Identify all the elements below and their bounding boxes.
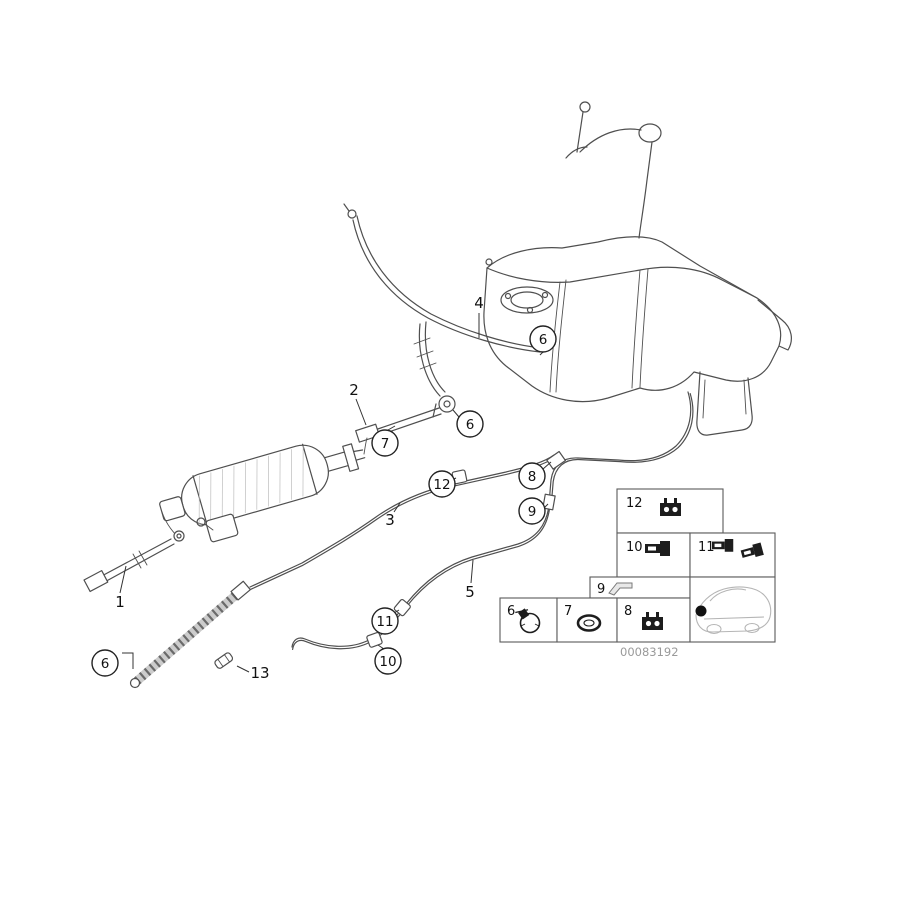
callout-7[interactable]: 7	[371, 425, 399, 457]
connector-pair-icon	[712, 539, 764, 558]
label-13[interactable]: 13	[236, 664, 270, 682]
callout-12[interactable]: 12	[428, 470, 457, 498]
fuel-tank-drawing	[483, 101, 792, 436]
svg-text:9: 9	[597, 582, 605, 597]
svg-text:6: 6	[539, 332, 548, 348]
grommet-icon	[576, 614, 602, 632]
braided-hose	[129, 580, 251, 689]
svg-text:11: 11	[698, 540, 715, 555]
pipe-clip-icon	[642, 612, 663, 630]
clip-13-part	[214, 652, 234, 669]
svg-text:8: 8	[624, 604, 632, 619]
hose-clamp-icon	[515, 608, 541, 634]
connector-icon	[645, 541, 670, 556]
svg-text:6: 6	[101, 656, 110, 672]
svg-text:10: 10	[626, 540, 643, 555]
watermark-part-number: 00083192	[620, 645, 679, 659]
quick-connector	[438, 395, 456, 413]
svg-text:8: 8	[528, 469, 537, 485]
label-5[interactable]: 5	[465, 559, 475, 601]
label-1[interactable]: 1	[115, 565, 127, 611]
pipe-4-drop	[413, 321, 446, 397]
svg-text:7: 7	[564, 604, 572, 619]
legend-cell-car	[689, 576, 776, 643]
svg-text:5: 5	[465, 583, 475, 601]
legend-cell-12[interactable]: 12	[616, 488, 724, 534]
fuel-filter	[159, 443, 366, 527]
svg-text:1: 1	[115, 593, 125, 611]
callout-11[interactable]: 11	[371, 607, 400, 635]
svg-text:2: 2	[349, 381, 359, 399]
clip-11-part	[393, 598, 411, 617]
legend-cell-9[interactable]: 9	[589, 576, 691, 599]
svg-text:7: 7	[381, 436, 390, 452]
svg-text:12: 12	[433, 477, 450, 493]
legend-cell-8[interactable]: 8	[616, 597, 691, 643]
legend-cell-11[interactable]: 11	[689, 532, 776, 578]
callout-6-connector[interactable]: 6	[452, 409, 484, 438]
svg-text:3: 3	[385, 511, 395, 529]
legend-cell-7[interactable]: 7	[556, 597, 618, 643]
svg-text:12: 12	[626, 496, 643, 511]
svg-text:10: 10	[379, 654, 396, 670]
filter-hatching	[198, 445, 304, 527]
parts-legend: 12 10 11	[499, 488, 776, 643]
filter-inlet-valve	[161, 511, 239, 543]
svg-text:9: 9	[528, 504, 537, 520]
svg-text:6: 6	[507, 604, 515, 619]
hose-fitting-8	[546, 450, 567, 470]
pipe-clip-icon	[660, 498, 681, 516]
callout-8[interactable]: 8	[518, 461, 552, 490]
svg-text:13: 13	[250, 664, 269, 682]
bracket-icon	[608, 582, 633, 596]
clip-10-part	[366, 631, 383, 648]
callout-6-tank[interactable]: 6	[529, 325, 557, 356]
label-3[interactable]: 3	[385, 502, 401, 529]
pipe-1	[83, 530, 185, 593]
legend-cell-10[interactable]: 10	[616, 532, 691, 578]
car-location-icon	[695, 586, 772, 635]
part-location-dot	[695, 605, 707, 617]
label-2[interactable]: 2	[349, 381, 367, 426]
legend-cell-6[interactable]: 6	[499, 597, 558, 643]
svg-text:11: 11	[376, 614, 393, 630]
pipe-4	[343, 203, 542, 353]
svg-text:6: 6	[466, 417, 475, 433]
label-4[interactable]: 4	[474, 294, 484, 338]
svg-text:4: 4	[474, 294, 484, 312]
callout-6-hose[interactable]: 6	[91, 649, 134, 677]
callout-9[interactable]: 9	[518, 497, 549, 525]
hose-2	[355, 403, 442, 455]
callout-10[interactable]: 10	[374, 644, 402, 675]
